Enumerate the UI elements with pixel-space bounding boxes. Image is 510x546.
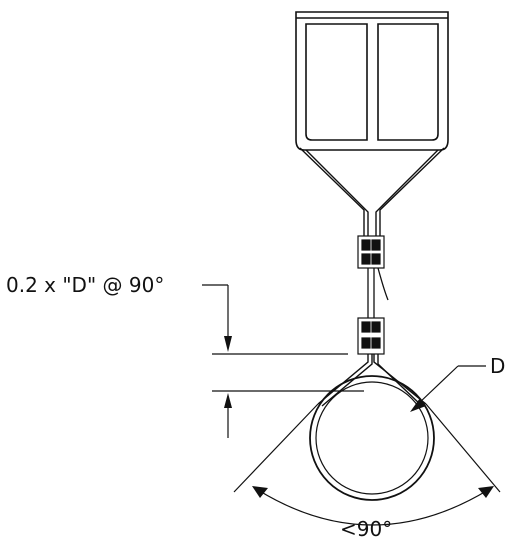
load-ring	[309, 375, 435, 501]
choker-legs	[317, 354, 427, 407]
center-lines	[367, 267, 389, 320]
spacing-label: 0.2 x "D" @ 90°	[6, 273, 164, 297]
lower-connector	[357, 317, 385, 355]
lifting-bag	[295, 11, 449, 151]
upper-connector	[357, 235, 385, 269]
angle-label: <90°	[340, 517, 392, 541]
spacing-dimension	[202, 284, 364, 438]
diameter-label: D	[490, 354, 505, 378]
bridle-legs	[299, 147, 445, 238]
angle-dimension	[233, 403, 501, 526]
diameter-dimension	[410, 365, 486, 412]
